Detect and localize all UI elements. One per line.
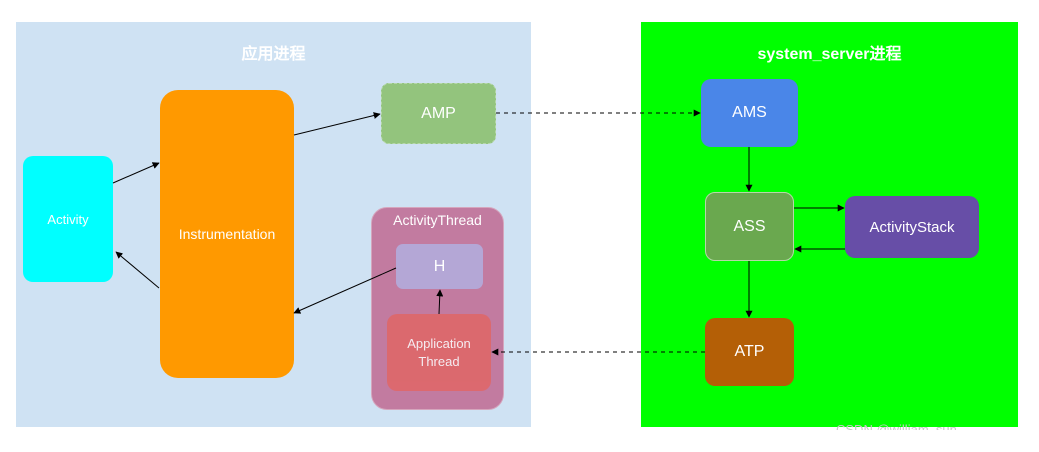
activity-stack-node: ActivityStack: [845, 196, 979, 258]
h-node: H: [396, 244, 483, 289]
instrumentation-label: Instrumentation: [178, 226, 276, 242]
ams-label: AMS: [732, 104, 767, 121]
app-process-title: 应用进程: [241, 46, 306, 63]
amp-label: AMP: [421, 104, 456, 122]
ass-label: ASS: [733, 217, 766, 235]
amp-node: AMP: [381, 83, 496, 144]
instrumentation-node: Instrumentation: [160, 90, 294, 378]
ams-node: AMS: [701, 79, 798, 147]
arrow-instrumentation-to-amp: [293, 112, 381, 136]
arrow-instrumentation-to-activity: [115, 251, 160, 289]
application-thread-label: Application Thread: [407, 335, 471, 369]
activity-thread-label: ActivityThread: [393, 212, 482, 228]
h-label: H: [433, 257, 446, 275]
atp-label: ATP: [734, 343, 765, 360]
watermark: CSDN @william_sun...: [836, 422, 968, 430]
application-thread-node: Application Thread: [387, 314, 491, 391]
arrow-applicationthread-to-h: [436, 289, 444, 315]
activity-stack-label: ActivityStack: [869, 218, 955, 236]
arrow-activity-to-instrumentation: [112, 162, 160, 184]
activity-label: Activity: [47, 211, 89, 227]
atp-node: ATP: [705, 318, 794, 386]
system-server-title: system_server进程: [757, 46, 902, 63]
ass-node: ASS: [705, 192, 794, 261]
activity-node: Activity: [23, 156, 113, 282]
arrow-h-to-instrumentation: [293, 267, 397, 314]
